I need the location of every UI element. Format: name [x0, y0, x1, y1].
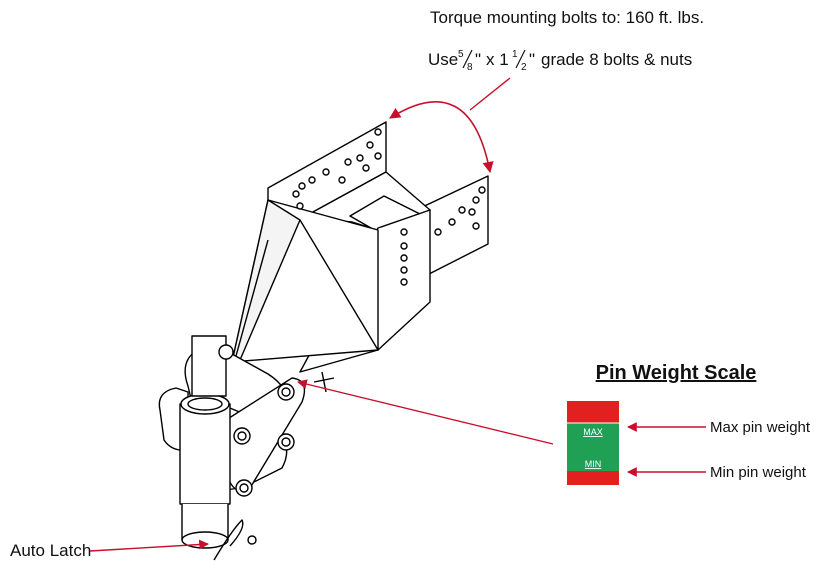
bolt-spec-prefix: Use [428, 50, 458, 69]
pin-scale-title: Pin Weight Scale [596, 362, 757, 384]
torque-leader-line [469, 77, 511, 111]
torque-arc-arrow [389, 101, 494, 174]
bolt-spec-frac1-num: 5 [458, 49, 464, 60]
scale-red-top [567, 401, 619, 423]
hitch-bracket-drawing [158, 121, 489, 561]
left-plate-holes [292, 128, 382, 210]
torque-label: Torque mounting bolts to: 160 ft. lbs. [430, 8, 704, 27]
bolt-spec-frac2-num: 1 [512, 49, 518, 60]
vertical-post [179, 403, 231, 505]
auto-latch-arrow [89, 539, 209, 552]
pin-weight-scale: MAX MIN [567, 401, 619, 485]
pin-leader-arrow [297, 379, 554, 445]
bolt-spec-times: x 1 [486, 50, 509, 69]
bolt-spec-frac2-den: 2 [521, 62, 527, 73]
bolt-spec-label: Use 5 8 " x 1 1 2 " grade 8 bolts & nuts [428, 49, 692, 73]
max-pin-label: Max pin weight [710, 419, 811, 436]
auto-latch-wire [213, 519, 244, 561]
scale-min-text: MIN [585, 459, 602, 469]
right-plate-holes [400, 186, 486, 286]
bolt-spec-frac1-den: 8 [467, 62, 473, 73]
scale-green-band [567, 423, 619, 471]
min-pin-label: Min pin weight [710, 464, 807, 481]
bolt-spec-quote1: " [475, 50, 481, 69]
auto-latch-label: Auto Latch [10, 541, 91, 560]
scale-red-bottom [567, 471, 619, 485]
bolt-spec-suffix: grade 8 bolts & nuts [541, 50, 692, 69]
link-bolts [218, 344, 295, 497]
scale-max-text: MAX [583, 427, 603, 437]
bolt-spec-quote2: " [529, 50, 535, 69]
